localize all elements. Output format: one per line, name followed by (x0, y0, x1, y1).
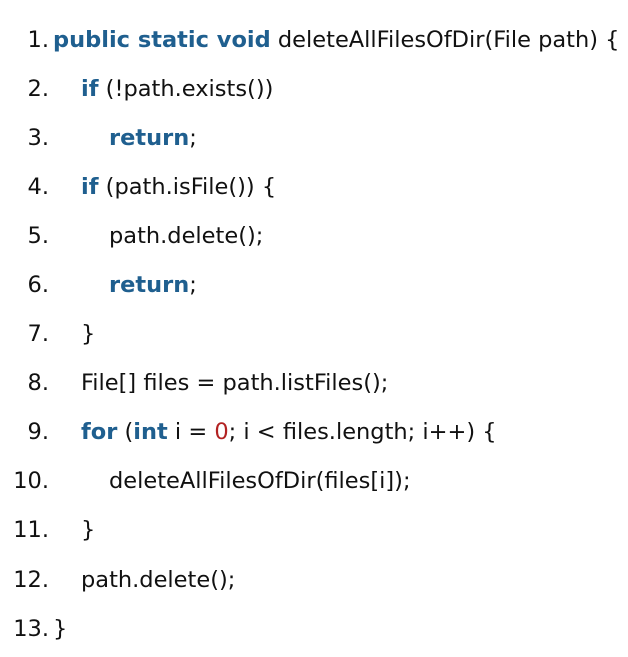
code-text: } (81, 517, 96, 544)
code-keyword: if (81, 173, 99, 200)
code-line: 5. path.delete(); (0, 211, 628, 260)
line-code: if (path.isFile()) { (81, 174, 276, 200)
code-keyword: public static void (53, 26, 271, 53)
code-text: ; i < files.length; i++) { (228, 419, 497, 446)
line-number: 6. (27, 272, 49, 299)
code-line: 6. return; (0, 260, 628, 309)
code-text: ( (117, 419, 134, 446)
line-number: 8. (27, 370, 49, 397)
line-code: } (81, 321, 95, 347)
code-number-literal: 0 (214, 419, 229, 446)
line-number: 11. (13, 517, 49, 544)
line-number: 10. (13, 468, 49, 495)
line-number: 9. (27, 419, 49, 446)
line-code: } (53, 616, 67, 642)
code-line: 7.} (0, 310, 628, 359)
line-code: } (81, 517, 95, 543)
line-code: public static void deleteAllFilesOfDir(F… (53, 27, 620, 53)
code-text: (!path.exists()) (98, 75, 274, 102)
code-line: 13.} (0, 604, 628, 653)
code-keyword: for (81, 419, 118, 446)
line-code: return; (109, 272, 197, 298)
code-keyword: if (81, 75, 99, 102)
code-text: File[] files = path.listFiles(); (81, 370, 389, 397)
line-number: 5. (27, 222, 49, 249)
code-text: path.delete(); (109, 222, 264, 249)
code-line: 3. return; (0, 113, 628, 162)
code-line: 12. path.delete(); (0, 555, 628, 604)
line-code: File[] files = path.listFiles(); (81, 370, 388, 396)
code-text: path.delete(); (81, 566, 236, 593)
code-text: ; (189, 272, 197, 299)
code-text: ; (189, 124, 197, 151)
line-code: if (!path.exists()) (81, 76, 273, 102)
line-number: 1. (27, 26, 49, 53)
code-text: deleteAllFilesOfDir(files[i]); (109, 468, 411, 495)
line-number: 13. (13, 615, 49, 642)
code-listing: 1.public static void deleteAllFilesOfDir… (0, 15, 628, 653)
code-text: } (81, 321, 96, 348)
code-keyword: int (133, 419, 168, 446)
line-code: deleteAllFilesOfDir(files[i]); (109, 468, 411, 494)
line-code: path.delete(); (109, 223, 263, 249)
code-keyword: return (109, 124, 190, 151)
code-line: 4. if (path.isFile()) { (0, 162, 628, 211)
line-code: for (int i = 0; i < files.length; i++) { (81, 419, 497, 445)
code-text: i = (167, 419, 215, 446)
code-keyword: return (109, 272, 190, 299)
code-text: } (53, 615, 68, 642)
code-line: 2. if (!path.exists()) (0, 64, 628, 113)
code-text: deleteAllFilesOfDir(File path) { (270, 26, 620, 53)
line-number: 4. (27, 173, 49, 200)
line-number: 12. (13, 566, 49, 593)
line-number: 7. (27, 321, 49, 348)
line-number: 3. (27, 124, 49, 151)
code-line: 11.} (0, 506, 628, 555)
line-code: return; (109, 125, 197, 151)
code-line: 9. for (int i = 0; i < files.length; i++)… (0, 408, 628, 457)
code-line: 1.public static void deleteAllFilesOfDir… (0, 15, 628, 64)
code-line: 10. deleteAllFilesOfDir(files[i]); (0, 457, 628, 506)
line-code: path.delete(); (81, 567, 235, 593)
code-line: 8. File[] files = path.listFiles(); (0, 359, 628, 408)
code-text: (path.isFile()) { (98, 173, 277, 200)
line-number: 2. (27, 75, 49, 102)
